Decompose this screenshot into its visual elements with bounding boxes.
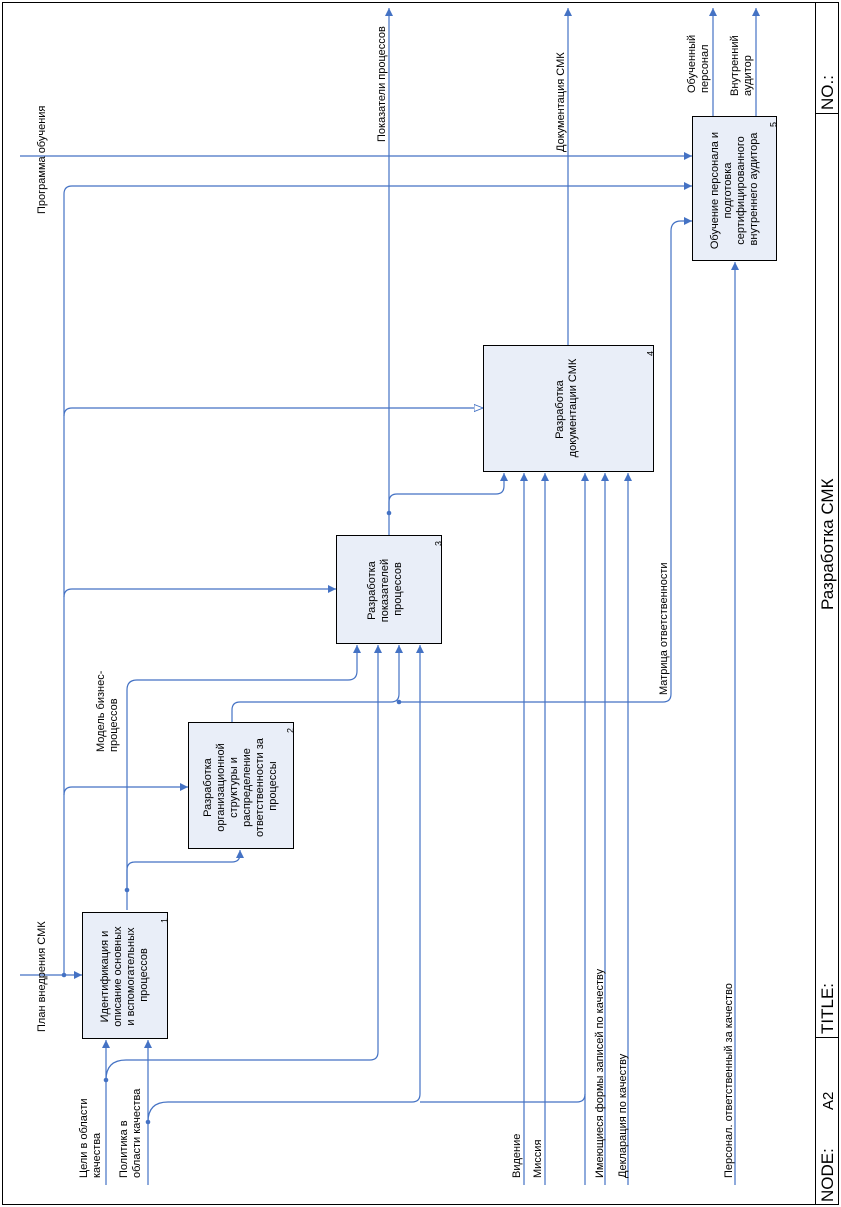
box-5[interactable]: 5 Обучение персонала и подготовка сертиф… [692, 116, 779, 261]
arrow-pokazateli-to-box4 [388, 473, 508, 513]
label-celi: Цели в области качества [78, 1095, 103, 1178]
arrow-plan-to-box2 [63, 783, 188, 796]
label-obuchenny: Обученный персонал [686, 32, 711, 93]
arrow-plan-to-box3 [63, 585, 336, 598]
label-personal: Персонал. ответственный за качество [723, 983, 735, 1178]
box-1[interactable]: 1 Идентификация и описание основных и вс… [82, 912, 170, 1039]
label-auditor: Внутренний аудитор [729, 32, 754, 96]
label-plan-vnedreniya: План внедрения СМК [36, 921, 48, 1032]
arrow-politika-to-box3 [147, 645, 424, 1123]
box-3[interactable]: 3 Разработка показателей процессов [336, 535, 444, 644]
connectors [20, 8, 760, 1185]
box-2-number: 2 [285, 728, 295, 733]
arrow-labels: План внедрения СМК Программа обучения Це… [36, 26, 754, 1178]
box-1-label: Идентификация и описание основных и вспо… [99, 923, 150, 1026]
label-programma-obucheniya: Программа обучения [36, 106, 48, 214]
label-model: Модель бизнес- процессов [95, 668, 120, 752]
label-missiya: Миссия [532, 1140, 544, 1178]
box-2-label: Разработка организационной структуры и р… [202, 735, 279, 837]
arrow-model-to-box3 [126, 645, 361, 890]
box-4-label: Разработка документации СМК [554, 358, 579, 457]
box-4[interactable]: 4 Разработка документации СМК [483, 345, 656, 472]
arrow-matrica-to-box5 [399, 217, 692, 703]
arrow-plan-to-box4 [63, 408, 483, 417]
label-pokazateli: Показатели процессов [376, 26, 388, 142]
box-5-label: Обучение персонала и подготовка сертифиц… [709, 129, 760, 249]
junction-dots [61, 510, 402, 1125]
arrow-celi-to-box3 [105, 645, 382, 1081]
arrow-matrica-to-box3 [231, 645, 403, 722]
box-3-number: 3 [433, 541, 443, 546]
label-matrica: Матрица ответственности [658, 562, 670, 695]
node-value: A2 [820, 1092, 837, 1110]
title-label: TITLE: [818, 983, 837, 1034]
box-1-number: 1 [159, 918, 169, 923]
label-videnie: Видение [511, 1134, 523, 1178]
label-formy: Имеющиеся формы записей по качеству [594, 968, 606, 1178]
arrow-plan-branch-up [63, 182, 692, 975]
box-5-number: 5 [768, 122, 778, 127]
box-4-number: 4 [645, 351, 655, 356]
arrow-model-to-box2 [126, 850, 244, 910]
frame-text: NODE: A2 TITLE: Разработка СМК NO.: [818, 75, 837, 1202]
box-2[interactable]: 2 Разработка организационной структуры и… [188, 722, 296, 849]
label-politika: Политика в области качества [118, 1088, 143, 1178]
node-label: NODE: [818, 1148, 837, 1202]
label-deklaraciya: Декларация по качеству [617, 1053, 629, 1178]
label-dokumentaciya: Документация СМК [555, 52, 567, 152]
diagram-title: Разработка СМК [818, 478, 837, 610]
no-label: NO.: [818, 75, 837, 110]
box-3-label: Разработка показателей процессов [366, 556, 404, 622]
